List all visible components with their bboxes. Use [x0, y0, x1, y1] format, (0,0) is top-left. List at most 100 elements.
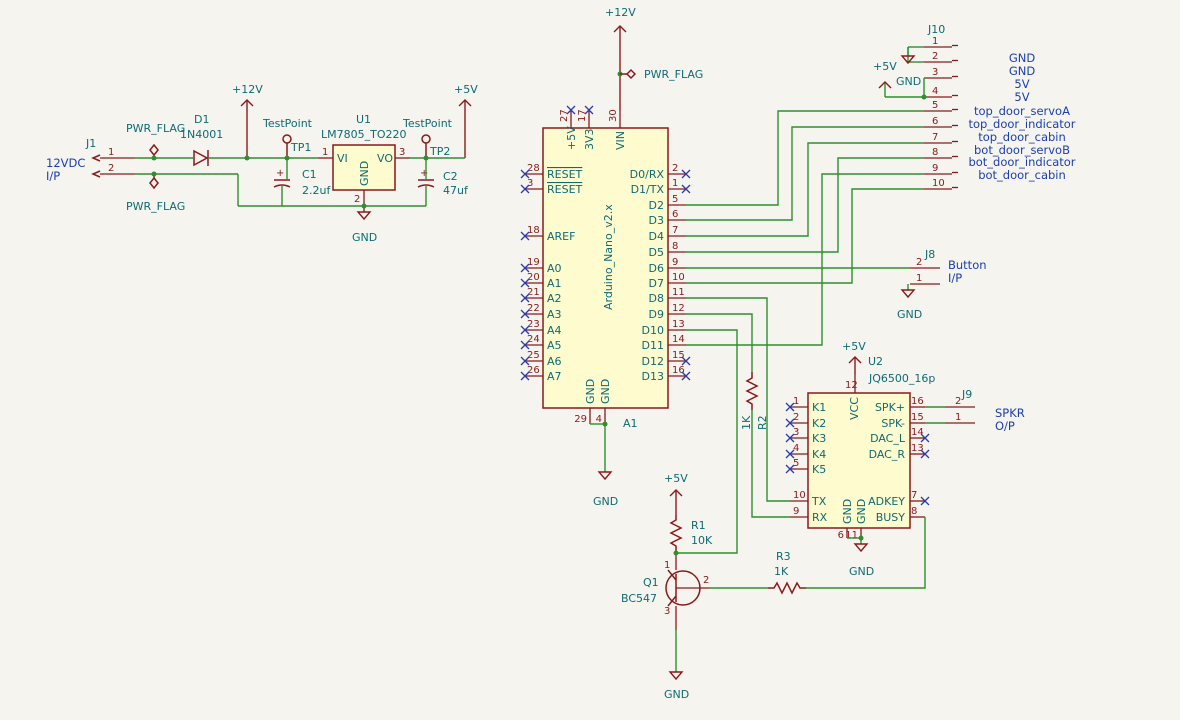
a1-bottom-pin-name: GND: [584, 379, 597, 404]
svg-text:+: +: [420, 168, 428, 179]
a1-nc-marker: [520, 356, 530, 366]
a1-right-pin-name: D13: [642, 370, 664, 383]
a1-bottom-pin-num: 29: [574, 414, 587, 425]
j1-pin2-contact: [91, 170, 101, 178]
u2-bottom-pin-name: GND: [855, 499, 868, 524]
a1-left-pin-name: A1: [547, 277, 562, 290]
d1-ref: D1: [194, 113, 209, 126]
gnd-symbol-u2: GND: [847, 535, 874, 578]
j10-pin-label: 5V: [1014, 90, 1029, 104]
a1-left-pin-num: 18: [527, 225, 540, 236]
a1-nc-marker: [520, 309, 530, 319]
a1-right-pin-num: 6: [672, 209, 678, 220]
a1-top-pin-name: +5V: [565, 126, 578, 150]
a1-nc-marker: [520, 293, 530, 303]
a1-left-pin-name: RESET: [547, 183, 583, 196]
a1-nc-marker: [520, 231, 530, 241]
r1-resistor[interactable]: R1 10K: [669, 515, 713, 553]
svg-text:2: 2: [354, 194, 360, 205]
a1-right-pin-num: 14: [672, 334, 685, 345]
svg-text:3: 3: [664, 606, 670, 617]
a1-right-pin-num: 10: [672, 272, 685, 283]
c1-value: 2.2uf: [302, 184, 331, 197]
u2-right-pin-name: SPK+: [875, 401, 905, 414]
j10-pin-num: 8: [932, 147, 938, 158]
q1-value: BC547: [621, 592, 657, 605]
a1-nc-marker: [520, 278, 530, 288]
j1-connector[interactable]: J1 12VDC I/P 1 2: [46, 137, 135, 183]
svg-text:1: 1: [664, 560, 670, 571]
j8-connector[interactable]: J8 2 1 Button I/P GND: [897, 248, 987, 321]
d1-value: 1N4001: [180, 128, 223, 141]
p5v-reg-label: +5V: [454, 83, 478, 96]
svg-text:+: +: [276, 168, 284, 179]
r2-resistor[interactable]: R2 1K: [740, 372, 769, 430]
a1-right-pin-name: D11: [642, 339, 664, 352]
svg-text:1: 1: [916, 273, 922, 284]
u1-regulator[interactable]: U1 LM7805_TO220 VI VO GND 1 3 2: [318, 113, 410, 206]
input-wires: [135, 155, 465, 209]
gnd-arduino-label: GND: [593, 495, 618, 508]
svg-text:VCC: VCC: [848, 397, 861, 420]
a1-right-pin-num: 15: [672, 350, 685, 361]
j10-pin-num: 2: [932, 51, 938, 62]
a1-nc-marker: [520, 371, 530, 381]
a1-right-pin-name: D9: [649, 308, 664, 321]
a1-right-pin-num: 7: [672, 225, 678, 236]
c2-ref: C2: [443, 170, 458, 183]
tp1-ref: TP1: [290, 141, 311, 154]
tp1-testpoint[interactable]: TestPoint TP1: [262, 117, 313, 158]
u2-right-pin-num: 15: [911, 412, 924, 423]
p5v-u2-label: +5V: [842, 340, 866, 353]
u2-nc-marker: [920, 449, 930, 459]
u2-nc-marker: [785, 449, 795, 459]
u2-left-pin-name: K3: [812, 432, 826, 445]
j1-pin2-num: 2: [108, 163, 114, 174]
u1-value: LM7805_TO220: [321, 128, 407, 141]
tp2-testpoint[interactable]: TestPoint TP2: [402, 117, 453, 158]
svg-text:2: 2: [955, 396, 961, 407]
a1-nc-marker: [681, 356, 691, 366]
c2-capacitor[interactable]: C2 47uf +: [417, 168, 469, 197]
a1-right-pin-num: 5: [672, 194, 678, 205]
a1-right-pin-name: D3: [649, 214, 664, 227]
a1-right-pin-num: 1: [672, 178, 678, 189]
a1-left-pin-num: 20: [527, 272, 540, 283]
u1-ref: U1: [356, 113, 371, 126]
a1-right-pin-name: D8: [649, 292, 664, 305]
p5v-symbol-reg: +5V: [454, 83, 478, 158]
c2-value: 47uf: [443, 184, 469, 197]
svg-text:1: 1: [955, 412, 961, 423]
gnd-symbol-q1: GND: [664, 630, 689, 701]
u2-left-pin-num: 1: [793, 396, 799, 407]
a1-right-pin-name: D2: [649, 199, 664, 212]
j9-connector[interactable]: J9 2 1 SPKR O/P: [925, 388, 1025, 433]
r3-resistor[interactable]: R3 1K: [768, 550, 806, 595]
a1-top-pin-num: 27: [559, 109, 570, 122]
svg-text:2: 2: [916, 257, 922, 268]
a1-nc-marker: [520, 169, 530, 179]
j10-pin-num: 7: [932, 132, 938, 143]
svg-text:12: 12: [845, 380, 858, 391]
a1-left-pin-num: 22: [527, 303, 540, 314]
q1-transistor[interactable]: 1 2 3 Q1 BC547: [621, 553, 710, 630]
r3-value: 1K: [774, 565, 789, 578]
p5v-symbol-u2: +5V: [842, 340, 866, 375]
a1-right-pin-num: 16: [672, 365, 685, 376]
gnd-u1-label: GND: [352, 231, 377, 244]
j1-ref: J1: [85, 137, 96, 150]
u2-nc-marker: [785, 464, 795, 474]
a1-nc-marker: [681, 371, 691, 381]
q1-ref: Q1: [643, 576, 659, 589]
a1-bottom-pin-name: GND: [599, 379, 612, 404]
a1-bottom-pin-num: 4: [596, 414, 602, 425]
u2-right-pin-name: ADKEY: [868, 495, 905, 508]
u2-right-pin-num: 8: [911, 506, 917, 517]
u2-left-pin-name: K4: [812, 448, 826, 461]
u2-right-pin-name: BUSY: [876, 511, 906, 524]
a1-top-pin-num: 17: [577, 109, 588, 122]
